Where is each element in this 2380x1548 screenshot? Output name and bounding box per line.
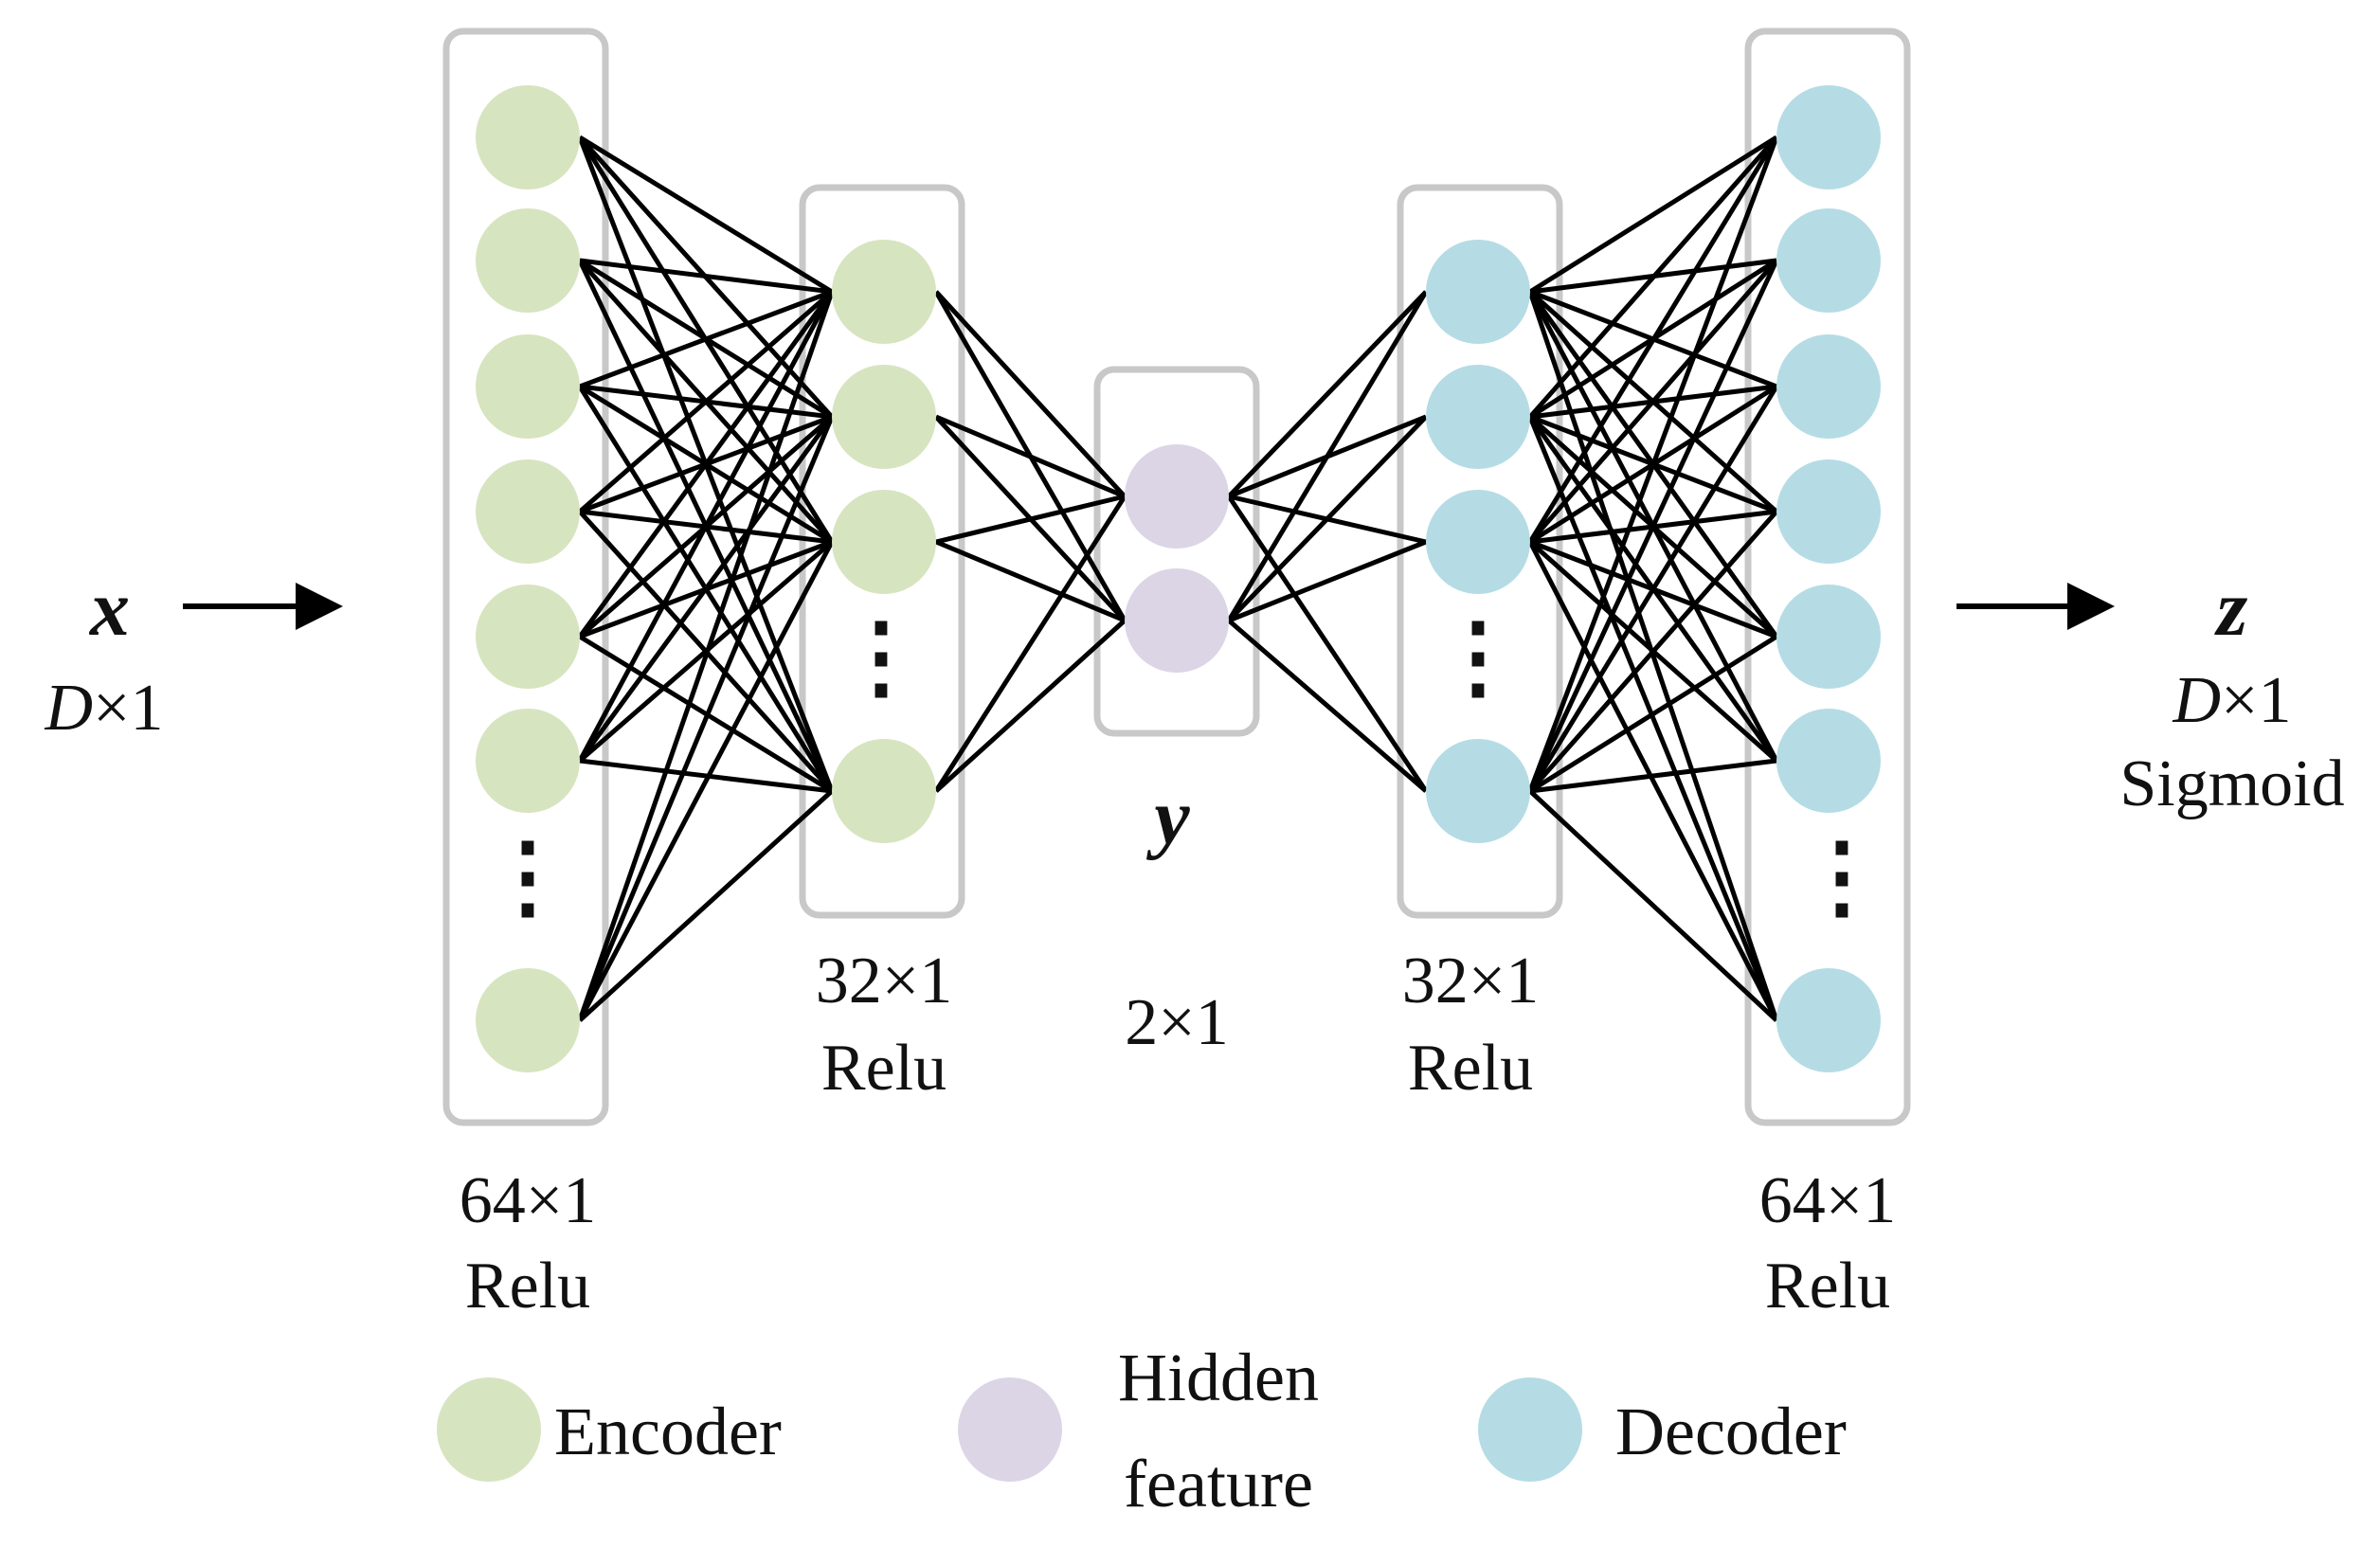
neuron-decoder-64-5 — [1776, 585, 1881, 689]
edge-encoder-64-1-to-encoder-32-1 — [578, 135, 834, 295]
edge-hidden-1-to-decoder-32-1 — [1227, 290, 1428, 498]
legend-decoder-swatch — [1478, 1377, 1582, 1482]
edge-encoder-64-7-to-encoder-32-4 — [578, 789, 834, 1022]
encoder-layer-64-box — [442, 27, 609, 1126]
encoder-32-size: 32×1 — [816, 945, 952, 1017]
legend-decoder-label: Decoder — [1615, 1394, 1847, 1469]
decoder-32-activation: Relu — [1408, 1032, 1533, 1105]
edge-encoder-64-3-to-encoder-32-1 — [579, 289, 833, 389]
input-dimension: D×1 — [44, 672, 163, 745]
neuron-encoder-32-4 — [832, 739, 936, 843]
edge-hidden-2-to-decoder-32-1 — [1226, 290, 1429, 622]
edge-decoder-32-2-to-decoder-64-7 — [1527, 416, 1779, 1021]
neuron-encoder-64-5 — [476, 585, 580, 689]
output-dimension: D×1 — [2172, 664, 2291, 737]
edge-decoder-32-4-to-decoder-64-5 — [1528, 634, 1778, 794]
edge-encoder-64-6-to-encoder-32-4 — [579, 758, 833, 794]
hidden-symbol: y — [1145, 773, 1190, 861]
legend-hidden-swatch — [958, 1377, 1062, 1482]
edge-encoder-64-7-to-encoder-32-3 — [577, 540, 835, 1022]
encoder-64-size: 64×1 — [460, 1164, 596, 1237]
encoder-32-activation: Relu — [821, 1032, 947, 1105]
neuron-decoder-64-6 — [1776, 709, 1881, 813]
legend-encoder-swatch — [437, 1377, 541, 1482]
neuron-decoder-32-4 — [1426, 739, 1530, 843]
edge-decoder-32-4-to-decoder-64-7 — [1528, 789, 1778, 1022]
edge-decoder-32-1-to-decoder-64-1 — [1528, 135, 1778, 295]
decoder-32-size: 32×1 — [1402, 945, 1539, 1017]
neuron-decoder-64-2 — [1776, 208, 1881, 313]
edge-decoder-32-4-to-decoder-64-6 — [1529, 758, 1777, 794]
neuron-decoder-32-3 — [1426, 490, 1530, 594]
neurons — [476, 85, 1881, 1072]
neuron-hidden-1 — [1125, 444, 1229, 549]
neuron-encoder-64-3 — [476, 334, 580, 439]
edge-decoder-32-4-to-decoder-64-2 — [1527, 259, 1779, 793]
legend: Encoder Hidden feature Decoder — [437, 1340, 1847, 1521]
edge-encoder-32-3-to-hidden-2 — [935, 539, 1126, 623]
neuron-decoder-32-1 — [1426, 240, 1530, 344]
edge-encoder-32-4-to-hidden-1 — [933, 495, 1127, 793]
input-symbol: x — [88, 565, 130, 653]
neuron-hidden-2 — [1125, 568, 1229, 673]
neuron-decoder-32-2 — [1426, 365, 1530, 469]
neuron-encoder-64-6 — [476, 709, 580, 813]
neuron-encoder-32-3 — [832, 490, 936, 594]
neuron-decoder-64-4 — [1776, 459, 1881, 564]
connections — [577, 135, 1779, 1022]
edge-encoder-32-2-to-hidden-1 — [935, 414, 1126, 499]
edge-decoder-32-4-to-decoder-64-1 — [1527, 136, 1779, 792]
encoder-32-ellipsis: ⋮ — [836, 606, 927, 708]
edge-encoder-64-5-to-encoder-32-1 — [577, 290, 835, 639]
edge-encoder-64-2-to-encoder-32-1 — [579, 258, 833, 295]
neuron-encoder-64-1 — [476, 85, 580, 189]
edge-hidden-2-to-decoder-32-4 — [1227, 619, 1428, 793]
edge-hidden-2-to-decoder-32-2 — [1227, 415, 1428, 622]
decoder-64-size: 64×1 — [1759, 1164, 1896, 1237]
edge-encoder-64-6-to-encoder-32-1 — [577, 290, 835, 763]
edge-encoder-64-7-to-encoder-32-2 — [577, 416, 835, 1021]
neuron-decoder-64-1 — [1776, 85, 1881, 189]
encoder-64-ellipsis: ⋮ — [482, 826, 573, 927]
decoder-32-ellipsis: ⋮ — [1433, 606, 1524, 708]
edge-decoder-32-3-to-decoder-64-2 — [1528, 259, 1778, 544]
legend-hidden-label-line2: feature — [1124, 1446, 1313, 1521]
neuron-encoder-64-2 — [476, 208, 580, 313]
decoder-layer-64-box — [1744, 27, 1911, 1126]
edge-encoder-64-7-to-encoder-32-1 — [577, 291, 835, 1021]
neuron-decoder-64-7 — [1776, 968, 1881, 1072]
legend-encoder-label: Encoder — [554, 1394, 782, 1469]
neuron-decoder-64-3 — [1776, 334, 1881, 439]
decoder-64-ellipsis: ⋮ — [1796, 826, 1887, 927]
edge-encoder-64-6-to-encoder-32-2 — [577, 415, 835, 763]
output-symbol: z — [2214, 565, 2248, 653]
edge-encoder-32-4-to-hidden-2 — [934, 619, 1127, 793]
neuron-encoder-64-4 — [476, 459, 580, 564]
input-arrow-head — [296, 583, 343, 630]
neuron-encoder-64-7 — [476, 968, 580, 1072]
neuron-encoder-32-1 — [832, 240, 936, 344]
edge-hidden-2-to-decoder-32-3 — [1228, 539, 1427, 623]
edge-decoder-32-2-to-decoder-64-1 — [1528, 135, 1778, 419]
edge-encoder-32-3-to-hidden-1 — [935, 494, 1126, 545]
hidden-size: 2×1 — [1125, 986, 1228, 1059]
edge-decoder-32-3-to-decoder-64-7 — [1527, 540, 1779, 1022]
decoder-64-activation: Relu — [1765, 1250, 1890, 1323]
edge-encoder-32-1-to-hidden-1 — [934, 290, 1127, 498]
output-activation: Sigmoid — [2119, 747, 2344, 820]
edge-decoder-32-4-to-decoder-64-3 — [1527, 385, 1779, 793]
edge-decoder-32-4-to-decoder-64-4 — [1528, 510, 1778, 793]
encoder-64-activation: Relu — [465, 1250, 590, 1323]
neuron-encoder-32-2 — [832, 365, 936, 469]
hidden-layer-box — [1093, 366, 1260, 737]
legend-hidden-label-line1: Hidden — [1118, 1340, 1319, 1415]
edge-hidden-1-to-decoder-32-4 — [1226, 495, 1429, 793]
edge-encoder-64-4-to-encoder-32-1 — [578, 290, 834, 513]
edge-decoder-32-3-to-decoder-64-1 — [1527, 135, 1779, 544]
output-arrow-head — [2067, 583, 2115, 630]
